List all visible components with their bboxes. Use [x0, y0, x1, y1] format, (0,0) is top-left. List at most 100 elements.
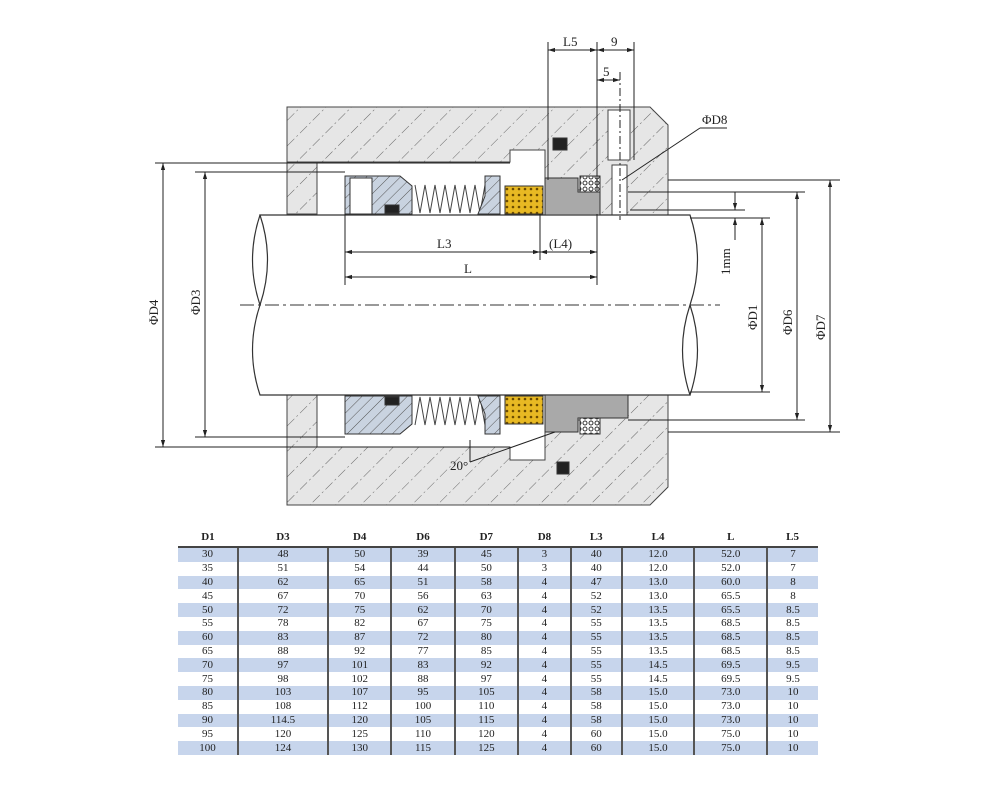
table-cell: 83 [390, 658, 455, 673]
table-cell: 4 [516, 658, 571, 673]
table-cell: 39 [390, 547, 455, 562]
table-cell: 10 [766, 713, 818, 728]
column-header: L5 [767, 528, 818, 548]
dimension-lines [155, 42, 840, 463]
column-header: L [694, 528, 768, 548]
table-cell: 80 [178, 685, 238, 700]
dimension-labels: L5 9 5 ΦD8 ΦD4 ΦD3 L3 (L4) L 1mm ΦD1 ΦD6… [146, 34, 828, 473]
table-cell: 97 [236, 658, 329, 673]
table-cell: 9.5 [766, 658, 818, 673]
label-l5: L5 [563, 34, 577, 49]
table-cell: 55 [569, 644, 622, 659]
table-cell: 102 [327, 672, 392, 686]
table-cell: 51 [236, 561, 329, 576]
table-cell: 65 [201, 644, 213, 657]
table-cell: 73.0 [693, 685, 768, 700]
table-cell: 110 [453, 699, 518, 714]
table-cell: 58 [453, 575, 518, 590]
table-cell: 4 [516, 575, 571, 590]
table-cell: 60 [569, 727, 622, 742]
table-cell: 65.5 [693, 589, 768, 604]
table-cell: 77 [390, 644, 455, 659]
table-cell: 13.5 [620, 603, 695, 617]
table-cell: 8 [766, 589, 818, 604]
column-header: D3 [237, 528, 329, 548]
table-cell: 95 [201, 727, 213, 740]
table-cell: 40 [569, 561, 622, 576]
table-cell: 85 [453, 644, 518, 659]
table-cell: 62 [390, 603, 455, 617]
table-cell: 52 [569, 603, 622, 617]
table-cell: 13.5 [620, 616, 695, 631]
table-cell: 65 [327, 575, 392, 590]
table-cell: 75.0 [693, 727, 768, 742]
table-cell: 10 [766, 685, 818, 700]
table-cell: 13.0 [620, 589, 695, 604]
table-cell: 60 [178, 630, 238, 645]
table-cell: 120 [236, 727, 329, 742]
table-cell: 8.5 [766, 644, 818, 659]
table-cell: 48 [236, 547, 329, 562]
table-cell: 51 [390, 575, 455, 590]
table-cell: 65.5 [693, 603, 768, 617]
table-cell: 73.0 [693, 699, 768, 714]
table-cell: 105 [453, 685, 518, 700]
table-cell: 3 [516, 561, 571, 576]
table-cell: 9.5 [766, 672, 818, 686]
table-cell: 55 [569, 672, 622, 686]
table-cell: 100 [390, 699, 455, 714]
table-cell: 4 [516, 685, 571, 700]
table-cell: 108 [236, 699, 329, 714]
table-cell: 8 [766, 575, 818, 590]
pin-hole [607, 109, 631, 161]
table-cell: 50 [178, 603, 238, 617]
table-cell: 4 [516, 644, 571, 659]
table-cell: 125 [453, 741, 518, 755]
table-cell: 47 [569, 575, 622, 590]
table-cell: 130 [327, 741, 392, 755]
table-cell: 35 [201, 562, 213, 575]
table-cell: 101 [327, 658, 392, 673]
label-d3: ΦD3 [188, 290, 203, 315]
table-cell: 120 [327, 713, 392, 728]
label-5: 5 [603, 64, 610, 79]
table-cell: 82 [327, 616, 392, 631]
column-header: D4 [328, 528, 392, 548]
table-cell: 63 [453, 589, 518, 604]
table-cell: 70 [327, 589, 392, 604]
table-cell: 90 [178, 713, 238, 728]
table-cell: 50 [327, 547, 392, 562]
table-cell: 103 [236, 685, 329, 700]
table-cell: 112 [327, 699, 392, 714]
table-cell: 100 [178, 741, 238, 755]
table-cell: 70 [453, 603, 518, 617]
table-cell: 67 [236, 589, 329, 604]
table-cell: 88 [236, 644, 329, 659]
table-cell: 50 [453, 561, 518, 576]
table-cell: 95 [390, 685, 455, 700]
table-cell: 52 [569, 589, 622, 604]
label-d6: ΦD6 [780, 309, 795, 335]
table-cell: 58 [569, 685, 622, 700]
table-cell: 4 [516, 672, 571, 686]
table-cell: 45 [453, 547, 518, 562]
table-cell: 4 [516, 741, 571, 755]
table-cell: 8.5 [766, 630, 818, 645]
seal-top [344, 137, 601, 216]
table-cell: 3 [516, 547, 571, 562]
table-cell: 97 [453, 672, 518, 686]
table-cell: 70 [178, 658, 238, 673]
table-cell: 10 [766, 741, 818, 755]
label-d4: ΦD4 [146, 299, 161, 325]
table-cell: 54 [327, 561, 392, 576]
table-cell: 14.5 [620, 658, 695, 673]
table-cell: 78 [236, 616, 329, 631]
